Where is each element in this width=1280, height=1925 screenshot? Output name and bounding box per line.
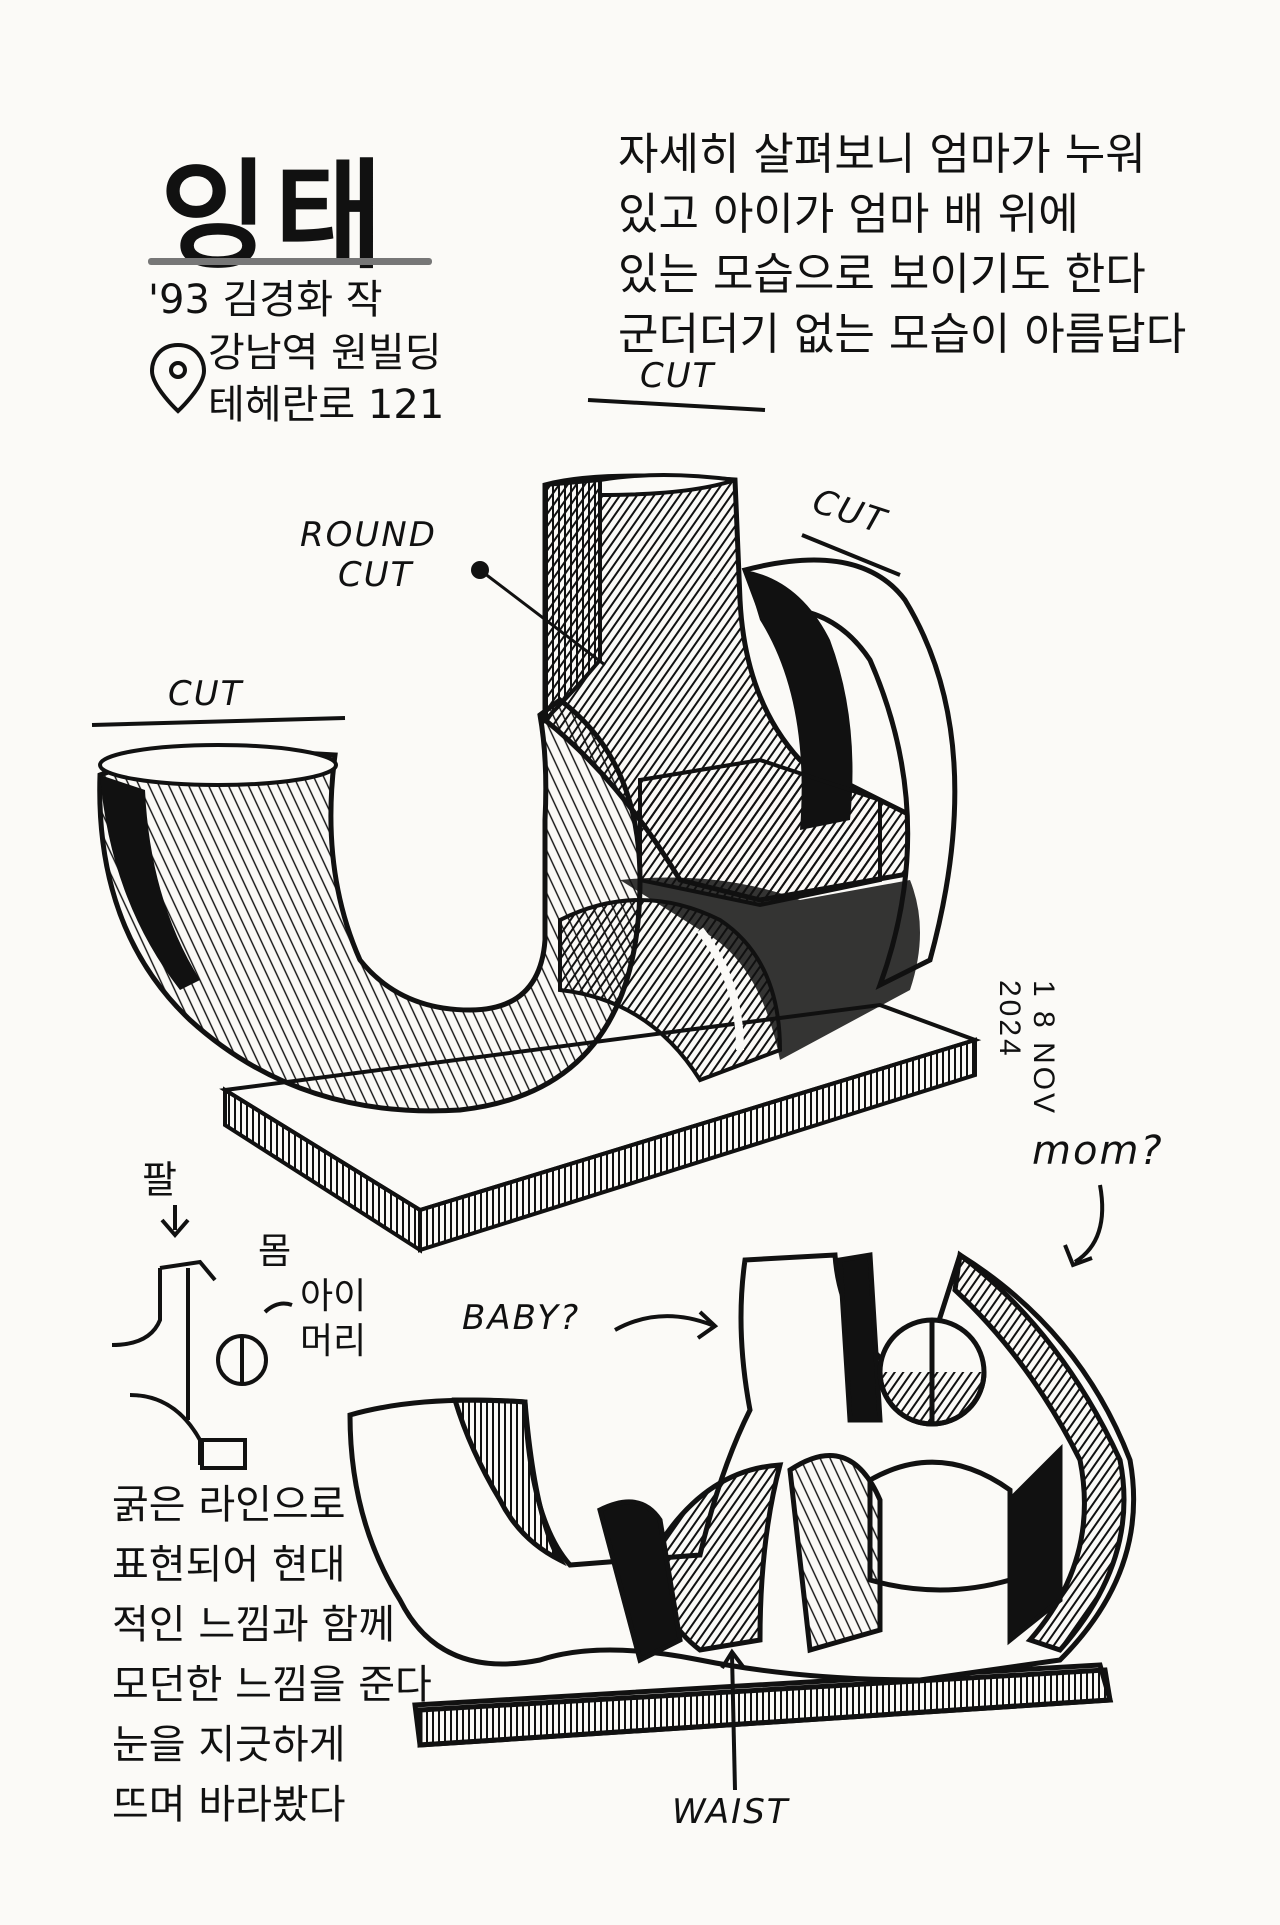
- cut-right-rule: [801, 533, 901, 577]
- cut-left-rule: [91, 716, 346, 727]
- note-side-line-6: 뜨며 바라봤다: [112, 1782, 346, 1828]
- note-side-line-2: 표현되어 현대: [112, 1542, 346, 1588]
- note-side-line-5: 눈을 지긋하게: [112, 1722, 346, 1768]
- label-round: ROUND: [300, 515, 437, 555]
- note-side-line-3: 적인 느낌과 함께: [112, 1602, 396, 1648]
- label-body: 몸: [258, 1231, 292, 1272]
- location-line-1: 강남역 원빌딩: [208, 330, 442, 376]
- note-side-line-1: 굵은 라인으로: [112, 1482, 346, 1528]
- top-sculpture: [97, 473, 982, 1254]
- note-top-line-2: 있고 아이가 엄마 배 위에: [618, 189, 1079, 240]
- note-top-line-1: 자세히 살펴보니 엄마가 누워: [618, 129, 1146, 180]
- baby-arrow: [614, 1314, 713, 1332]
- mom-arrow: [1073, 1184, 1105, 1264]
- label-mom: mom?: [1032, 1128, 1164, 1174]
- label-child-head-1: 아이: [300, 1276, 367, 1317]
- label-round-cut: CUT: [338, 555, 414, 595]
- bottom-sculpture: [347, 1250, 1137, 1748]
- label-waist: WAIST: [672, 1792, 790, 1832]
- baby-arrowhead: [696, 1310, 719, 1340]
- note-top-line-4: 군더더기 없는 모습이 아름답다: [618, 309, 1187, 360]
- title-underline: [148, 258, 432, 265]
- label-child-head-2: 머리: [300, 1321, 367, 1362]
- waist-leader: [730, 1654, 737, 1791]
- mom-arrowhead: [1063, 1244, 1093, 1268]
- round-cut-leader: [479, 568, 606, 667]
- label-arm: 팔: [142, 1158, 177, 1202]
- cut-top-rule: [587, 398, 766, 412]
- location-line-2: 테헤란로 121: [208, 382, 445, 428]
- label-cut-left: CUT: [168, 674, 244, 714]
- artist-line: '93 김경화 작: [148, 277, 383, 323]
- arm-body-diagram: [111, 1205, 293, 1470]
- note-top-line-3: 있는 모습으로 보이기도 한다: [618, 249, 1146, 300]
- label-cut-top: CUT: [640, 356, 716, 396]
- date-stamp: 1 8 NOV 2024: [993, 980, 1060, 1117]
- note-side-line-4: 모던한 느낌을 준다: [112, 1662, 432, 1708]
- waist-arrowhead: [720, 1648, 746, 1670]
- label-baby: BABY?: [462, 1298, 581, 1338]
